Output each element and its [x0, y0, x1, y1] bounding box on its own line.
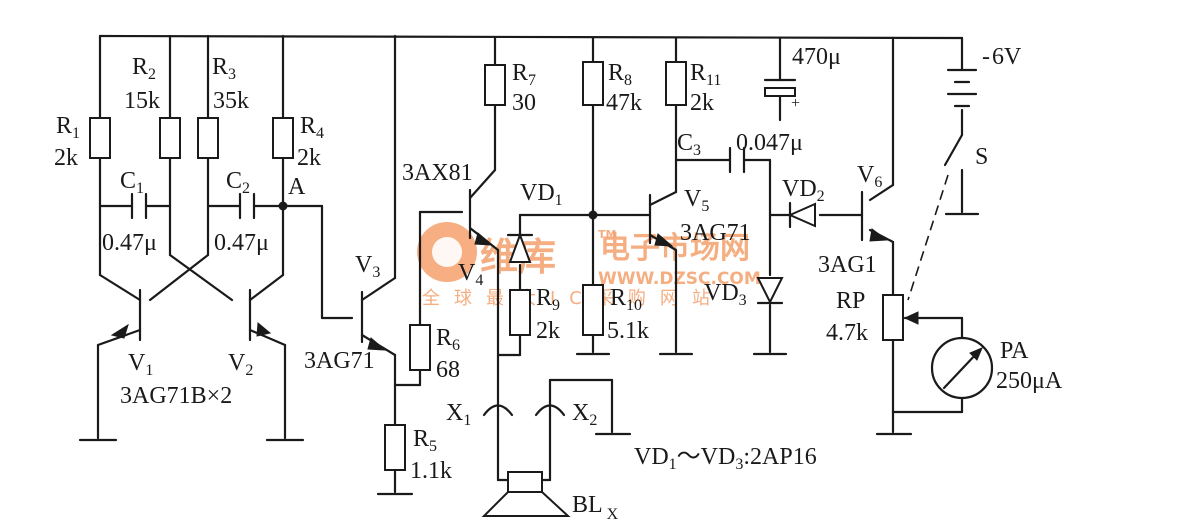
label-vd1: VD1	[520, 180, 563, 209]
label-v4-type: 3AX81	[402, 160, 473, 186]
resistor-r6	[409, 324, 431, 371]
label-r7-value: 30	[512, 90, 536, 116]
label-r8-value: 47k	[606, 90, 642, 116]
label-r1-value: 2k	[54, 145, 78, 171]
resistor-r2	[159, 117, 181, 159]
label-r10-value: 5.1k	[607, 318, 649, 344]
label-v6: V6	[857, 162, 882, 191]
rp-wiper-arrow-icon	[903, 311, 919, 325]
label-c2-value: 0.47μ	[214, 230, 269, 256]
label-r5-value: 1.1k	[410, 458, 452, 484]
label-rp-value: 4.7k	[826, 320, 868, 346]
label-cbig-value: 470μ	[792, 44, 841, 70]
transistor-v1	[110, 288, 142, 342]
transistor-v4	[468, 188, 494, 246]
label-r2-value: 15k	[124, 88, 160, 114]
label-diode-note: VD1～VD3:2AP16	[634, 444, 817, 473]
watermark-url: WWW.DZSC.COM	[598, 269, 761, 289]
label-r9-value: 2k	[536, 318, 560, 344]
resistor-r9	[509, 289, 531, 336]
label-v4: V4	[458, 260, 483, 289]
jack-x1	[482, 404, 514, 417]
label-r1: R1	[56, 113, 80, 142]
transistor-v3	[360, 290, 387, 351]
label-r10: R10	[610, 285, 642, 314]
label-rp: RP	[836, 288, 865, 314]
resistor-r7	[484, 64, 506, 106]
label-pa-value: 250μA	[996, 368, 1063, 394]
label-r7: R7	[512, 60, 536, 89]
label-c1: C1	[120, 168, 144, 197]
label-v6-type: 3AG1	[818, 252, 877, 278]
resistor-r5	[384, 424, 406, 471]
speaker-blx	[481, 471, 571, 517]
label-x1: X1	[446, 400, 471, 429]
label-node-a: A	[288, 174, 306, 200]
resistor-r10	[582, 284, 604, 336]
meter-pa	[930, 336, 994, 400]
label-c3-value: 0.047μ	[736, 130, 803, 156]
label-r4: R4	[300, 113, 324, 142]
label-r5: R5	[413, 426, 437, 455]
capacitor-c2	[238, 192, 256, 220]
label-r3: R3	[212, 54, 236, 83]
labels: R1 2k R2 15k R3 35k R4 2k R5 1.1k R6 68 …	[54, 44, 1063, 523]
label-c1-value: 0.47μ	[102, 230, 157, 256]
label-v3: V3	[355, 252, 380, 281]
watermark: 维库 TM 电子市场网 WWW.DZSC.COM 全球最大IC采购网站	[417, 222, 761, 309]
jack-x2	[534, 404, 566, 417]
wiring	[96, 34, 964, 494]
label-v1: V1	[128, 350, 153, 379]
battery-6v	[946, 68, 978, 108]
label-r2: R2	[132, 54, 156, 83]
label-r6: R6	[436, 325, 460, 354]
diode-vd3	[756, 277, 784, 305]
label-v5: V5	[684, 186, 709, 215]
transistor-v2	[248, 288, 272, 342]
potentiometer-rp	[882, 294, 904, 341]
transistor-v5	[638, 193, 674, 247]
label-r9: R9	[536, 285, 560, 314]
label-c3: C3	[677, 130, 701, 159]
label-c2: C2	[226, 168, 250, 197]
capacitor-c1	[130, 192, 148, 220]
node-vd1-dot	[588, 210, 598, 220]
watermark-slogan: 全球最大IC采购网站	[422, 288, 724, 309]
resistor-r1	[89, 117, 111, 159]
transistor-v6	[860, 190, 889, 242]
label-r6-value: 68	[436, 357, 460, 383]
diode-vd1	[506, 232, 534, 263]
label-v2: V2	[228, 350, 253, 379]
label-r3-value: 35k	[213, 88, 249, 114]
label-r11: R11	[690, 60, 721, 89]
resistor-r8	[582, 61, 604, 106]
label-r4-value: 2k	[297, 145, 321, 171]
label-r8: R8	[608, 60, 632, 89]
label-switch: S	[975, 144, 988, 170]
label-cbig-plus: +	[791, 95, 800, 112]
top-rail	[98, 34, 957, 40]
resistor-r4	[272, 117, 294, 159]
label-v12-type: 3AG71B×2	[120, 383, 232, 409]
capacitor-c3	[728, 146, 746, 174]
node-a-dot	[278, 201, 288, 211]
label-v3-type: 3AG71	[304, 348, 375, 374]
diode-vd2	[787, 201, 816, 229]
watermark-tm: TM	[598, 228, 616, 241]
label-vd2: VD2	[782, 176, 825, 205]
ground-symbols	[78, 212, 980, 496]
label-pa: PA	[1000, 338, 1029, 364]
label-battery: 6V	[992, 44, 1022, 70]
resistor-r3	[197, 117, 219, 159]
label-battery-minus: -	[982, 44, 990, 70]
label-x2: X2	[572, 400, 597, 429]
resistor-r11	[665, 61, 687, 106]
label-r11-value: 2k	[690, 90, 714, 116]
capacitor-470u	[763, 78, 797, 97]
label-v5-type: 3AG71	[680, 220, 751, 246]
label-vd3: VD3	[704, 280, 747, 309]
